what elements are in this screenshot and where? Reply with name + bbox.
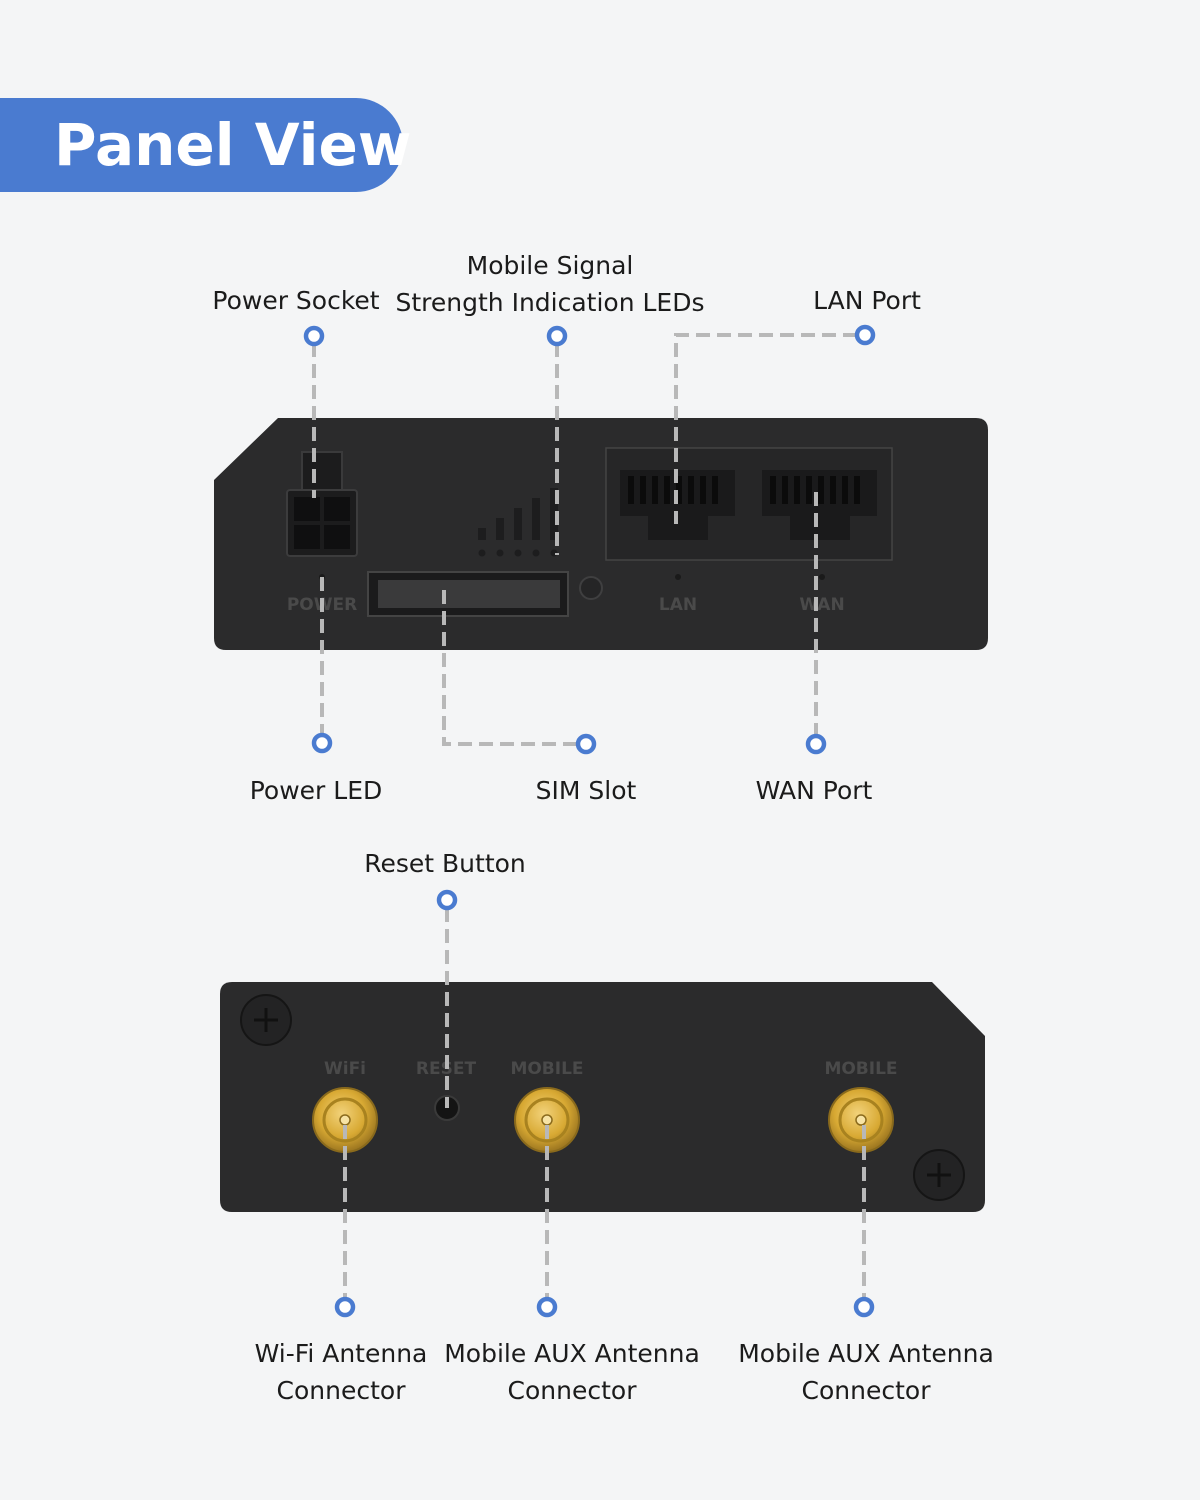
page-title: Panel View bbox=[0, 98, 411, 192]
mobile-aux-antenna-connector-2 bbox=[828, 1087, 894, 1153]
screw-top-left bbox=[240, 994, 292, 1046]
callout-dot-power-socket bbox=[303, 325, 325, 347]
callout-dot-wifi-antenna bbox=[334, 1296, 356, 1318]
lan-led bbox=[675, 574, 681, 580]
mobile-silkscreen-2: MOBILE bbox=[824, 1059, 897, 1079]
label-wan-port: WAN Port bbox=[755, 776, 873, 805]
callout-dot-signal-leds bbox=[546, 325, 568, 347]
mobile-aux-antenna-connector-1 bbox=[514, 1087, 580, 1153]
wan-silkscreen: WAN bbox=[799, 595, 844, 615]
callout-dot-wan-port bbox=[805, 733, 827, 755]
leader-lines bbox=[312, 333, 866, 1298]
label-wifi-antenna-connector: Wi-Fi Antenna Connector bbox=[254, 1339, 428, 1405]
callout-dot-mobile-aux-1 bbox=[536, 1296, 558, 1318]
power-socket bbox=[286, 451, 358, 557]
label-mobile-aux-antenna-1: Mobile AUX Antenna Connector bbox=[444, 1339, 700, 1405]
leader-lan-port bbox=[674, 333, 857, 524]
label-mobile-aux-antenna-2: Mobile AUX Antenna Connector bbox=[738, 1339, 994, 1405]
lan-port bbox=[620, 470, 735, 540]
sim-eject-hole bbox=[579, 576, 603, 600]
callout-dot-sim-slot bbox=[575, 733, 597, 755]
wan-led bbox=[819, 574, 825, 580]
front-panel: POWER bbox=[214, 418, 988, 650]
label-lan-port: LAN Port bbox=[813, 286, 921, 315]
label-signal-leds: Mobile Signal Strength Indication LEDs bbox=[395, 251, 705, 317]
label-sim-slot: SIM Slot bbox=[535, 776, 637, 805]
callout-dot-mobile-aux-2 bbox=[853, 1296, 875, 1318]
back-panel-body bbox=[220, 982, 985, 1212]
label-power-socket: Power Socket bbox=[212, 286, 380, 315]
leader-sim-slot bbox=[442, 590, 578, 746]
back-panel: WiFi RESET MOBILE MOBILE bbox=[220, 982, 985, 1212]
lan-silkscreen: LAN bbox=[659, 595, 697, 615]
callout-dot-lan-port bbox=[854, 324, 876, 346]
wifi-antenna-connector bbox=[312, 1087, 378, 1153]
signal-strength-leds bbox=[478, 488, 558, 557]
label-reset-button: Reset Button bbox=[364, 849, 526, 878]
wan-port bbox=[762, 470, 877, 540]
label-power-led: Power LED bbox=[249, 776, 383, 805]
mobile-silkscreen-1: MOBILE bbox=[510, 1059, 583, 1079]
wifi-silkscreen: WiFi bbox=[324, 1059, 366, 1079]
screw-bottom-right bbox=[913, 1149, 965, 1201]
callout-dot-reset-button bbox=[436, 889, 458, 911]
sim-slot bbox=[367, 571, 569, 617]
callout-dot-power-led bbox=[311, 732, 333, 754]
